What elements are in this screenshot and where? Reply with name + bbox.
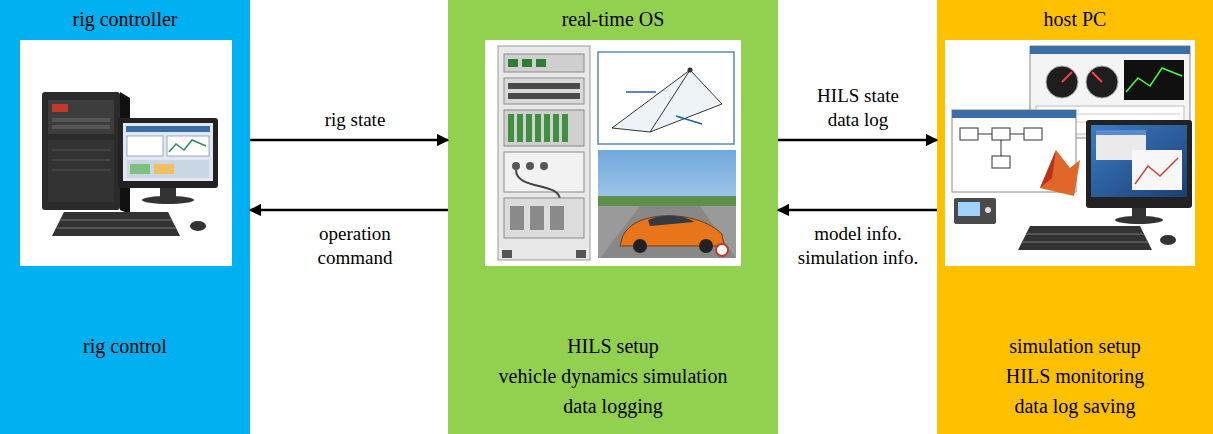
data-flow-arrow — [778, 139, 937, 142]
data-flow-arrow — [250, 139, 448, 142]
arrow-label: model info. simulation info. — [788, 222, 928, 270]
data-flow-arrow — [250, 209, 448, 212]
panel-text: simulation setup — [1009, 333, 1141, 359]
panel-title: rig controller — [73, 6, 178, 32]
arrow-label: operation command — [305, 222, 405, 270]
panel-text: HILS setup — [567, 333, 659, 359]
panel-title: real-time OS — [562, 6, 665, 32]
arrow-label: HILS state data log — [808, 84, 908, 132]
arrow-label: rig state — [295, 108, 415, 132]
panel-text: rig control — [83, 333, 167, 359]
system-panel: rig controller rig control — [0, 0, 250, 434]
system-panel: real-time OS HILS setup vehicle dynamics s… — [448, 0, 778, 434]
panel-title: host PC — [1044, 6, 1107, 32]
system-panel: host PC simulation setupHILS monitoring da… — [937, 0, 1213, 434]
panel-text: data log saving — [1014, 393, 1135, 419]
data-flow-arrow — [778, 209, 937, 212]
panel-text: data logging — [563, 393, 662, 419]
panel-text: HILS monitoring — [1006, 363, 1144, 389]
panel-text: vehicle dynamics simulation — [499, 363, 728, 389]
